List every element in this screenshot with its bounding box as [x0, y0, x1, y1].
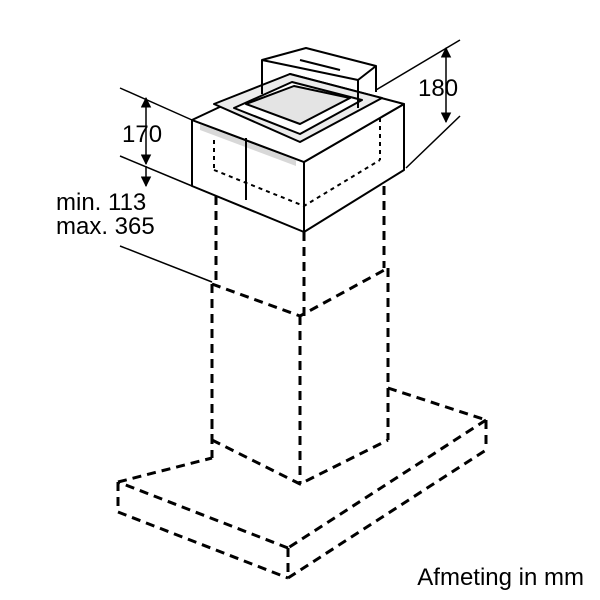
dimension-min-label: min. 113 [56, 189, 146, 216]
upper-chimney [214, 186, 386, 316]
hood-base [116, 386, 488, 580]
dimension-180 [375, 39, 461, 169]
dimension-180-label: 180 [418, 75, 458, 102]
units-caption: Afmeting in mm [417, 564, 584, 591]
dimension-overlap [119, 166, 213, 283]
dimension-170 [119, 87, 193, 187]
dimension-max-label: max. 365 [56, 213, 155, 240]
lower-chimney [210, 266, 390, 486]
ceiling-cover-box [191, 47, 405, 233]
dimension-170-label: 170 [122, 121, 162, 148]
